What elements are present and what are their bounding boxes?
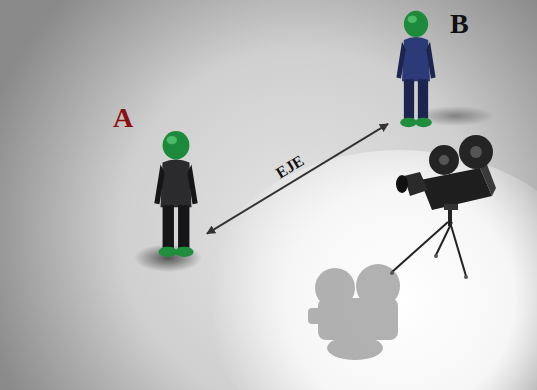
person-figure [145,128,207,260]
camera-tripod [390,205,468,279]
figure-node: A [145,128,207,260]
person-figure [388,8,444,130]
point-label: B [450,10,469,38]
point-label: A [113,104,133,132]
film-camera [396,135,496,210]
camera-shadow [308,264,400,360]
figure-node: B [388,8,444,130]
axis-arrow [207,124,388,234]
